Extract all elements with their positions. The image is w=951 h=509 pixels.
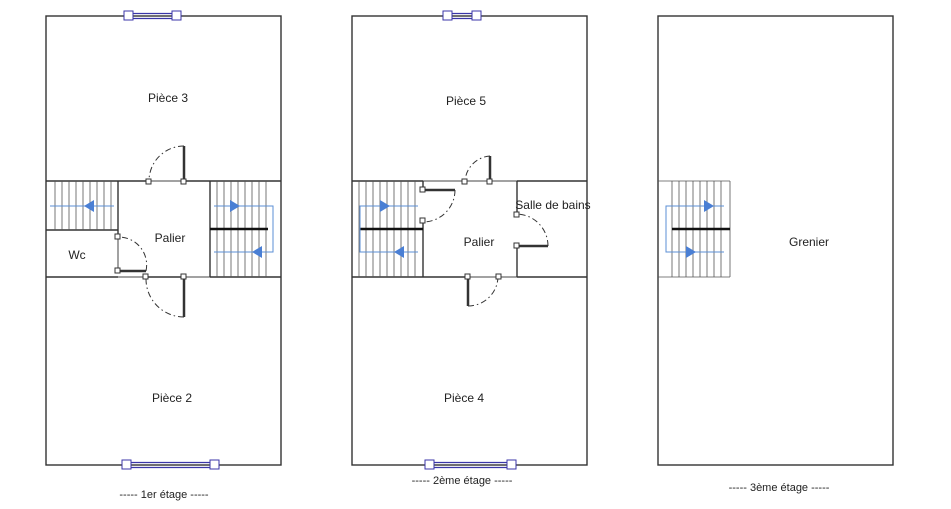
room-label-attic: Grenier: [789, 235, 829, 249]
floor-3-outline: [657, 15, 894, 466]
stair-arrow-icon: [394, 246, 404, 258]
stair-arrow-icon: [252, 246, 262, 258]
floor-plan-2: Pièce 5 Palier Salle de bains Pièce 4 --…: [351, 10, 591, 487]
floor-2-stair-left: [358, 181, 423, 277]
floor-1-outline: [45, 15, 282, 466]
room-label-landing: Palier: [155, 231, 186, 245]
room-label-bathroom: Salle de bains: [515, 198, 590, 212]
stair-arrow-icon: [380, 200, 390, 212]
room-label-wc: Wc: [68, 248, 85, 262]
stair-arrow-icon: [704, 200, 714, 212]
floor-caption: ----- 1er étage -----: [119, 489, 209, 501]
floor-3-stair: [658, 180, 731, 278]
room-label-top: Pièce 5: [446, 94, 486, 108]
floor-2-doors: [419, 155, 549, 307]
stair-arrow-icon: [84, 200, 94, 212]
room-label-bottom: Pièce 4: [444, 391, 484, 405]
room-label-bottom: Pièce 2: [152, 391, 192, 405]
stair-arrow-icon: [230, 200, 240, 212]
floor-2-windows: [424, 10, 517, 470]
floor-caption: ----- 3ème étage -----: [729, 482, 830, 494]
floor-plan-1: Pièce 3 Palier Wc Pièce 2 ----- 1er étag…: [45, 10, 282, 501]
floor-plan-3: Grenier ----- 3ème étage -----: [657, 15, 894, 494]
floor-1-stair-right: [210, 181, 274, 277]
floor-1-windows: [121, 10, 220, 470]
room-label-landing: Palier: [464, 235, 495, 249]
floor-caption: ----- 2ème étage -----: [412, 475, 513, 487]
stair-arrow-icon: [686, 246, 696, 258]
floor-1-stair-left: [50, 181, 114, 230]
room-label-top: Pièce 3: [148, 91, 188, 105]
floor-2-outline: [351, 15, 588, 466]
floor-1-doors: [114, 145, 187, 318]
